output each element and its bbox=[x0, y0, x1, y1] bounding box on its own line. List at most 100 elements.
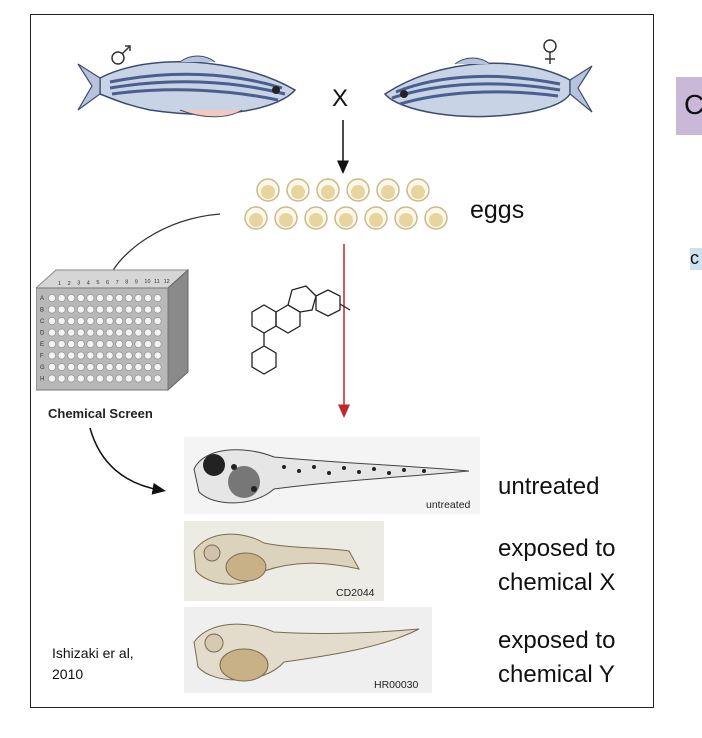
plate-well bbox=[135, 294, 142, 301]
plate-well bbox=[106, 340, 113, 347]
plate-column-label: 10 bbox=[144, 279, 150, 285]
panel-caption: HR00030 bbox=[374, 679, 418, 691]
plate-column-label: 2 bbox=[68, 281, 71, 287]
plate-well bbox=[58, 363, 65, 370]
plate-well bbox=[154, 375, 161, 382]
plate-well bbox=[48, 294, 55, 301]
plate-well bbox=[68, 363, 75, 370]
plate-well bbox=[87, 363, 94, 370]
plate-well bbox=[58, 306, 65, 313]
plate-well bbox=[68, 340, 75, 347]
plate-column-label: 1 bbox=[58, 281, 61, 287]
plate-well bbox=[87, 294, 94, 301]
plate-well bbox=[116, 329, 123, 336]
chemical-y-larva-image: HR00030 bbox=[184, 607, 432, 693]
eggs-to-plate-connector bbox=[110, 214, 220, 276]
plate-well bbox=[135, 363, 142, 370]
plate-well bbox=[116, 363, 123, 370]
plate-row-label: E bbox=[40, 342, 44, 348]
plate-row-label: D bbox=[40, 331, 45, 337]
plate-well bbox=[125, 306, 132, 313]
plate-well bbox=[135, 306, 142, 313]
chemical-y-label-line1: exposed to bbox=[498, 624, 615, 658]
plate-well bbox=[144, 306, 151, 313]
plate-row-label: F bbox=[40, 354, 44, 360]
plate-well bbox=[116, 375, 123, 382]
plate-well bbox=[116, 317, 123, 324]
plate-well bbox=[96, 375, 103, 382]
plate-well bbox=[154, 340, 161, 347]
plate-well bbox=[116, 294, 123, 301]
plate-well bbox=[68, 329, 75, 336]
panel-caption: CD2044 bbox=[336, 587, 375, 599]
plate-well bbox=[58, 317, 65, 324]
untreated-larva-image: untreated bbox=[184, 437, 480, 514]
eggs-cluster bbox=[245, 179, 447, 229]
plate-well bbox=[154, 306, 161, 313]
chemical-x-label-line2: chemical X bbox=[498, 566, 615, 600]
plate-well bbox=[48, 306, 55, 313]
chemical-x-label-line1: exposed to bbox=[498, 532, 615, 566]
plate-well bbox=[125, 352, 132, 359]
plate-well bbox=[106, 363, 113, 370]
cross-symbol: X bbox=[332, 85, 348, 113]
plate-well bbox=[87, 317, 94, 324]
plate-well bbox=[125, 317, 132, 324]
female-symbol-icon bbox=[544, 40, 556, 64]
male-fish-icon bbox=[78, 56, 295, 117]
plate-column-label: 12 bbox=[164, 279, 170, 285]
plate-well bbox=[106, 329, 113, 336]
plate-well bbox=[77, 317, 84, 324]
plate-well bbox=[68, 294, 75, 301]
plate-well bbox=[116, 340, 123, 347]
plate-well bbox=[125, 294, 132, 301]
plate-well bbox=[135, 340, 142, 347]
eggs-label: eggs bbox=[470, 196, 524, 225]
plate-well bbox=[144, 329, 151, 336]
plate-column-label: 7 bbox=[116, 280, 119, 286]
plate-well bbox=[48, 340, 55, 347]
plate-well bbox=[77, 340, 84, 347]
plate-column-label: 3 bbox=[77, 281, 80, 287]
plate-well bbox=[58, 352, 65, 359]
plate-well bbox=[58, 329, 65, 336]
plate-well bbox=[68, 306, 75, 313]
plate-well bbox=[58, 294, 65, 301]
plate-well bbox=[125, 363, 132, 370]
plate-well bbox=[144, 352, 151, 359]
plate-well bbox=[96, 340, 103, 347]
plate-well bbox=[154, 317, 161, 324]
fragment-letter: C bbox=[684, 89, 702, 121]
plate-well bbox=[77, 294, 84, 301]
plate-well bbox=[154, 329, 161, 336]
plate-well bbox=[48, 317, 55, 324]
chemical-x-larva-image: CD2044 bbox=[184, 521, 384, 601]
plate-well bbox=[48, 375, 55, 382]
plate-well bbox=[106, 294, 113, 301]
chemical-structure-icon bbox=[252, 286, 350, 374]
male-symbol-icon bbox=[112, 46, 130, 64]
plate-well bbox=[87, 306, 94, 313]
plate-well bbox=[96, 363, 103, 370]
plate-well bbox=[116, 306, 123, 313]
plate-well bbox=[154, 363, 161, 370]
plate-well bbox=[116, 352, 123, 359]
plate-row-label: B bbox=[40, 308, 44, 314]
plate-well bbox=[144, 294, 151, 301]
untreated-label: untreated bbox=[498, 470, 599, 504]
plate-well bbox=[68, 375, 75, 382]
plate-well bbox=[96, 352, 103, 359]
plate-well bbox=[58, 340, 65, 347]
plate-well bbox=[58, 375, 65, 382]
plate-well bbox=[87, 352, 94, 359]
plate-column-label: 6 bbox=[106, 280, 109, 286]
plate-column-label: 11 bbox=[154, 279, 160, 285]
female-fish-icon bbox=[385, 58, 592, 117]
plate-column-label: 9 bbox=[135, 279, 138, 285]
plate-well bbox=[135, 352, 142, 359]
plate-well bbox=[135, 317, 142, 324]
screen-to-results-arrow bbox=[90, 428, 160, 490]
plate-well bbox=[77, 306, 84, 313]
citation-line1: Ishizaki er al, bbox=[52, 645, 134, 661]
